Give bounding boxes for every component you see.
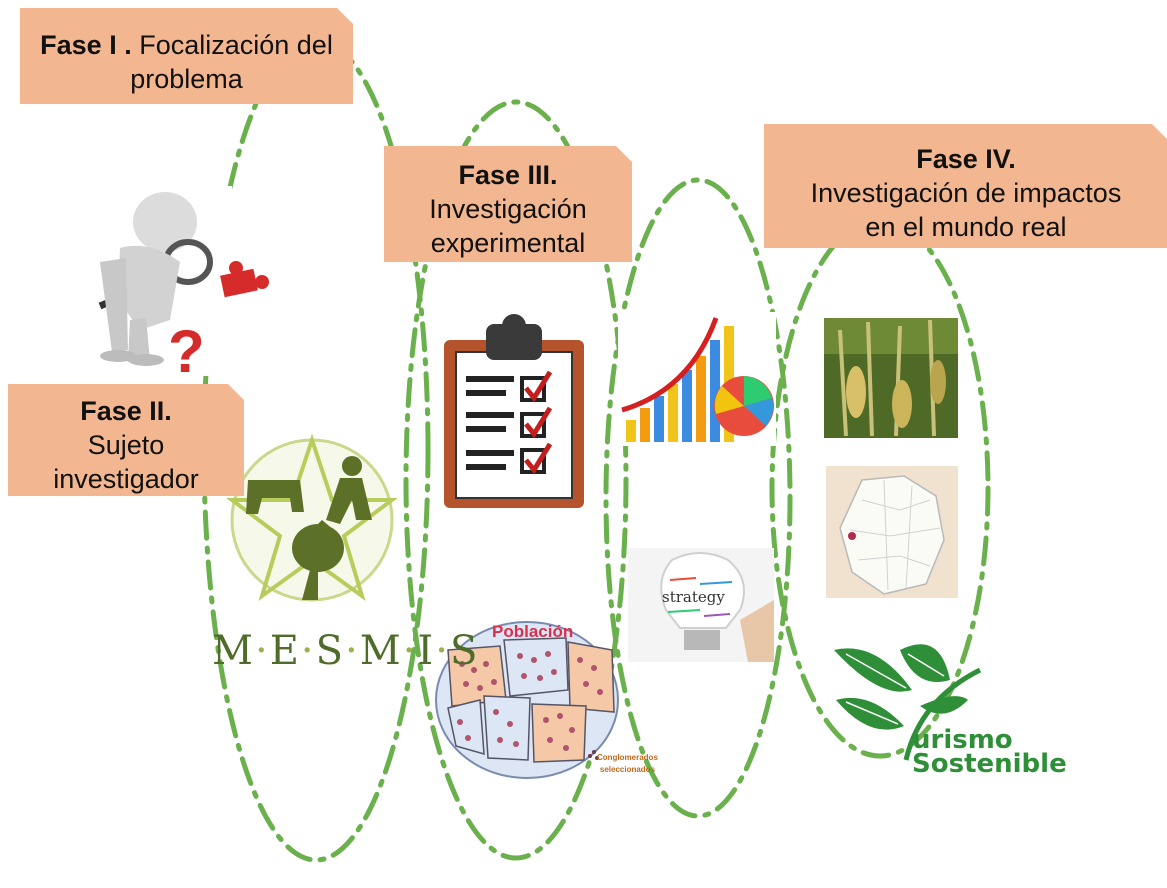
strategy-lightbulb-icon: strategy bbox=[628, 548, 774, 662]
mesmis-letter: S bbox=[449, 628, 480, 674]
mesmis-wordmark: M·E·S·M·I·S bbox=[212, 628, 480, 674]
mesmis-letter: E bbox=[269, 628, 301, 674]
turismo-line2: Sostenible bbox=[912, 749, 1067, 779]
phase-2-line2: investigador bbox=[53, 464, 199, 494]
population-cluster-diagram bbox=[435, 621, 619, 779]
phase-3-line2: experimental bbox=[430, 228, 586, 258]
mesmis-letter: M bbox=[359, 628, 403, 674]
phase-1-box: Fase I . Focalización del problema bbox=[20, 8, 353, 104]
strategy-word: strategy bbox=[662, 588, 725, 606]
phase-1-text: Focalización del problema bbox=[130, 30, 333, 94]
population-caption-line1: Conglomerados bbox=[597, 753, 658, 762]
phase-4-title: Fase IV. bbox=[916, 144, 1016, 174]
region-map bbox=[826, 466, 958, 598]
phase-3-line1: Investigación bbox=[429, 194, 587, 224]
detective-figure-icon bbox=[62, 186, 232, 376]
turismo-line1: urismo bbox=[912, 725, 1013, 755]
mesmis-letter: S bbox=[315, 628, 346, 674]
mesmis-letter: I bbox=[417, 628, 436, 674]
puzzle-piece-icon bbox=[220, 261, 269, 298]
population-caption-line2: seleccionados bbox=[599, 765, 656, 774]
population-title: Población bbox=[492, 622, 574, 641]
phase-2-box: Fase II. Sujeto investigador bbox=[8, 384, 244, 496]
question-mark-icon: ? bbox=[168, 318, 205, 385]
population-caption: Conglomerados seleccionados bbox=[597, 752, 658, 776]
mesmis-logo bbox=[226, 433, 398, 602]
phase-1-title: Fase I . bbox=[40, 30, 132, 60]
turismo-wordmark: urismo Sostenible bbox=[912, 725, 1067, 779]
oval-phase-3 bbox=[603, 177, 793, 819]
phase-3-box: Fase III. Investigación experimental bbox=[384, 146, 632, 262]
phase-3-title: Fase III. bbox=[458, 160, 558, 190]
mesmis-letter: M bbox=[212, 628, 255, 674]
phase-4-line1: Investigación de impactos bbox=[810, 178, 1122, 208]
turismo-sostenible-logo bbox=[834, 644, 982, 761]
clipboard-checklist-icon bbox=[444, 314, 584, 508]
phase-2-line1: Sujeto bbox=[87, 430, 165, 460]
bar-chart-pie-icon bbox=[618, 312, 776, 446]
phase-2-title: Fase II. bbox=[80, 396, 172, 426]
oval-phase-2 bbox=[403, 99, 629, 861]
corn-field-photo bbox=[824, 318, 958, 438]
svg-text:?: ? bbox=[168, 318, 205, 385]
phase-4-line2: en el mundo real bbox=[865, 212, 1067, 242]
phase-4-box: Fase IV. Investigación de impactos en el… bbox=[764, 124, 1167, 248]
